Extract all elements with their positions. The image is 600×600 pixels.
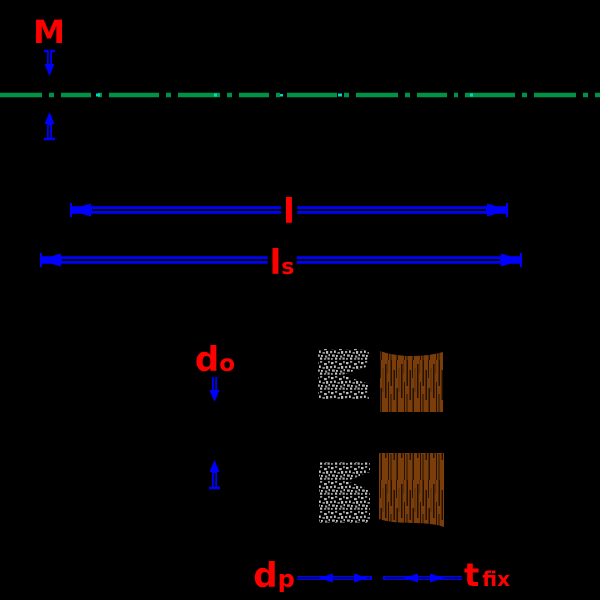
arrowhead-right bbox=[354, 573, 368, 583]
dimension-tfix-arrows bbox=[383, 573, 465, 583]
wood-block-top bbox=[380, 351, 443, 412]
arrowhead-down bbox=[44, 64, 55, 76]
stippled-block-bottom bbox=[319, 462, 370, 523]
arrowhead-left bbox=[39, 253, 61, 267]
arrowhead-right bbox=[487, 203, 509, 217]
arrowhead-left bbox=[319, 573, 333, 583]
arrowhead-up bbox=[209, 460, 220, 472]
label-length-ls: ls bbox=[267, 243, 297, 283]
arrowhead-left bbox=[404, 573, 418, 583]
dimension-dp-arrows bbox=[294, 573, 372, 583]
label-diameter-do: do bbox=[192, 340, 238, 380]
label-length-l: l bbox=[281, 192, 297, 232]
diameter-do-arrows bbox=[209, 374, 220, 490]
centerline-dots bbox=[96, 93, 473, 97]
thread-diameter-M-arrows bbox=[44, 49, 55, 141]
stippled-block-top bbox=[318, 349, 369, 399]
centerline bbox=[0, 92, 600, 98]
arrowhead-right bbox=[430, 573, 444, 583]
label-diameter-dp: dp bbox=[251, 556, 297, 596]
arrowhead-left bbox=[69, 203, 91, 217]
label-thread-M: M bbox=[31, 13, 67, 51]
arrowhead-right bbox=[501, 253, 523, 267]
wood-block-bottom bbox=[379, 453, 444, 527]
arrowhead-down bbox=[209, 390, 220, 402]
arrowhead-up bbox=[44, 112, 55, 124]
